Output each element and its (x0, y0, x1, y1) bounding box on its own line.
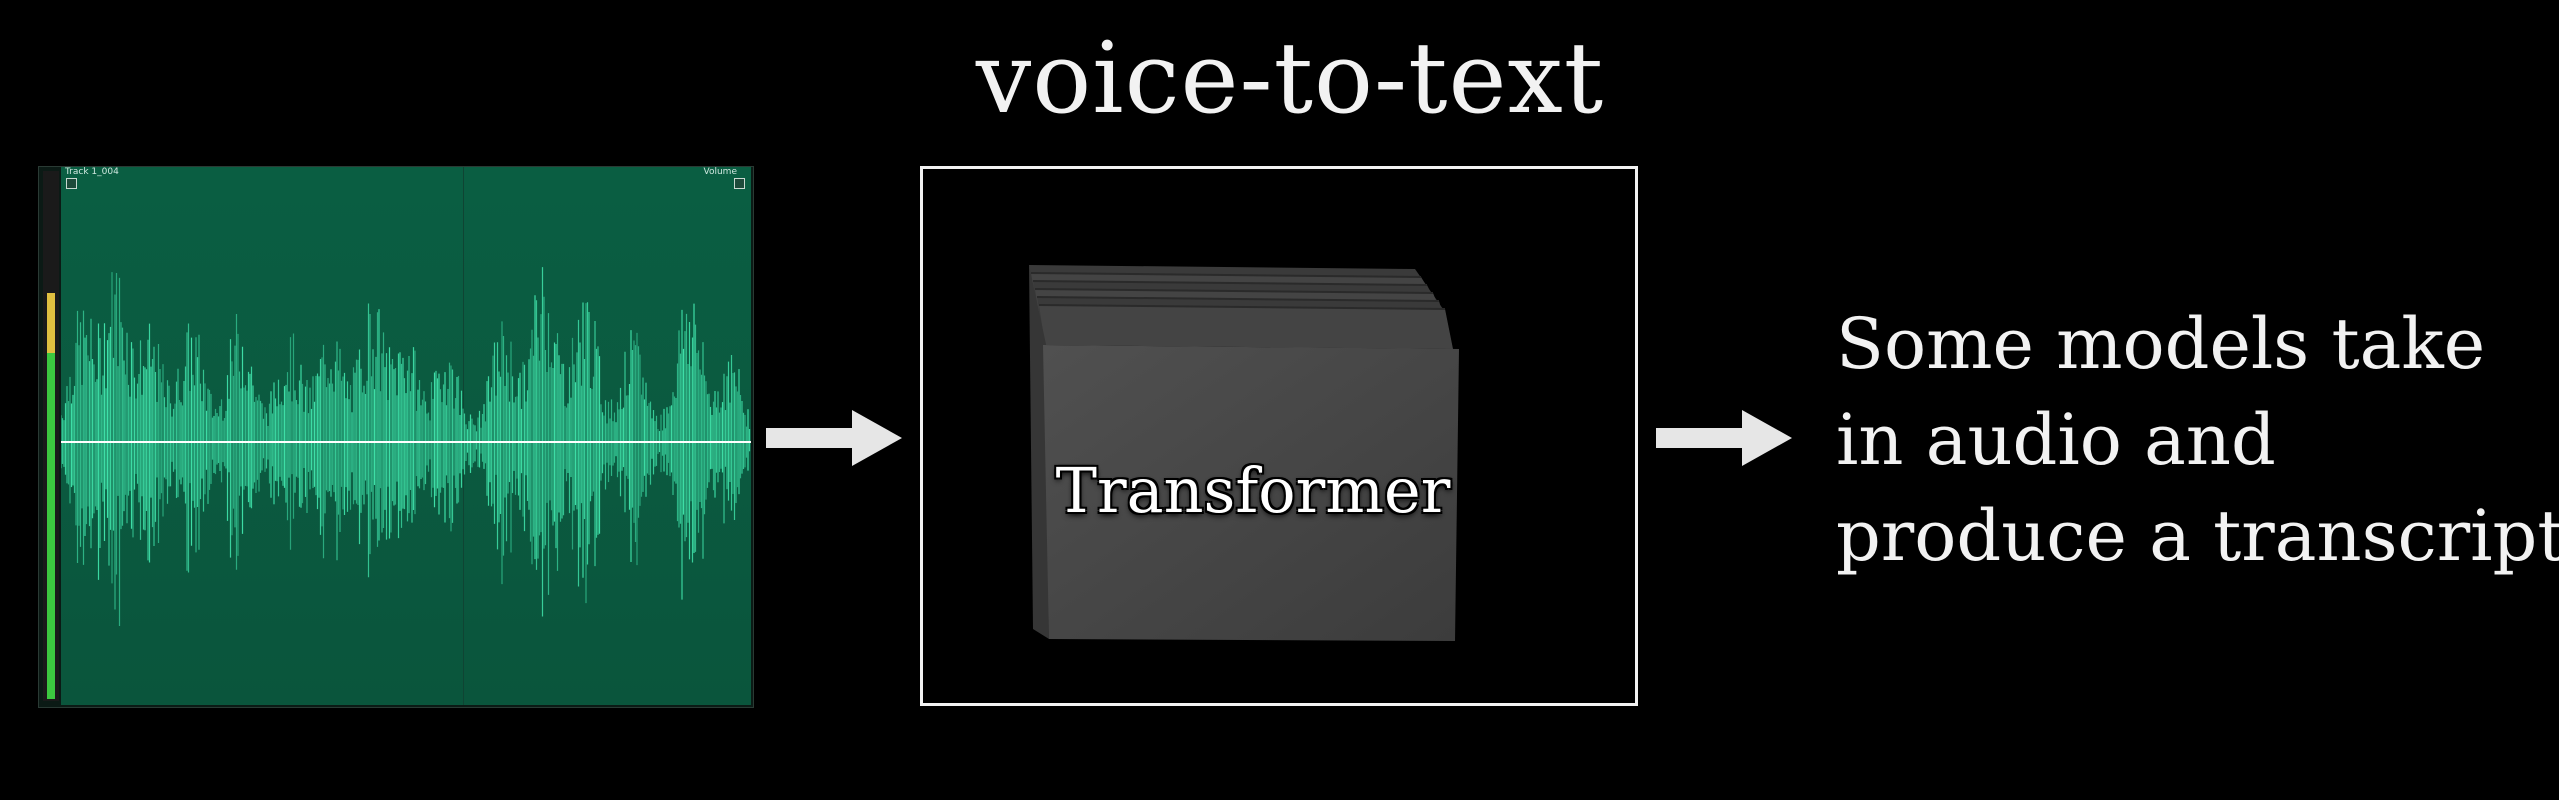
volume-label: Volume (703, 167, 737, 177)
description: Some models take in audio and produce a … (1836, 296, 2559, 584)
audio-waveform-panel: Track 1_004 Volume (38, 166, 754, 708)
diagram-title: voice-to-text (975, 22, 1605, 136)
track-name: Track 1_004 (65, 167, 119, 177)
level-meter-peak (47, 293, 55, 353)
description-line: in audio and (1836, 399, 2276, 481)
transformer-block-stack (1029, 265, 1459, 641)
level-meter (43, 171, 59, 701)
track-expand-icon[interactable] (66, 178, 77, 189)
waveform-graphic (61, 267, 751, 627)
waveform-area: Track 1_004 Volume (61, 167, 751, 705)
right-arrow-icon (766, 410, 902, 466)
right-arrow-icon (1656, 410, 1792, 466)
description-line: produce a transcript (1836, 495, 2559, 577)
volume-expand-icon[interactable] (734, 178, 745, 189)
model-box: Transformer (920, 166, 1638, 706)
description-line: Some models take (1836, 303, 2486, 385)
level-meter-level (47, 353, 55, 699)
transformer-label: Transformer (1055, 454, 1451, 527)
